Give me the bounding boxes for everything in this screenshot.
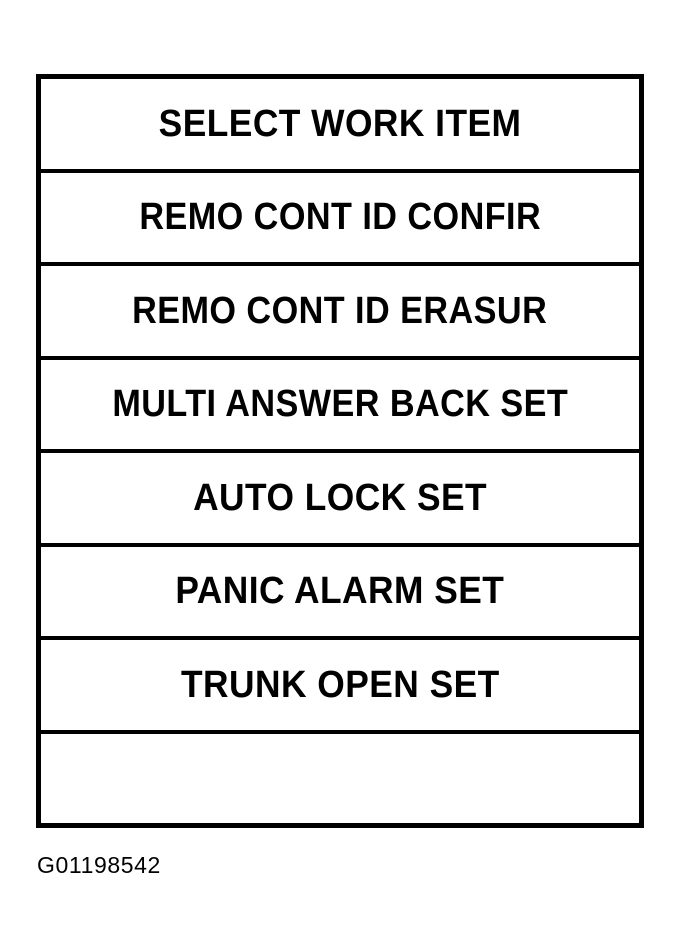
menu-row-multi-answer-back-set[interactable]: MULTI ANSWER BACK SET — [41, 359, 639, 453]
menu-row-label: REMO CONT ID CONFIR — [139, 196, 541, 239]
menu-row-label: MULTI ANSWER BACK SET — [112, 383, 568, 426]
menu-row-label: PANIC ALARM SET — [175, 570, 505, 613]
menu-row-trunk-open-set[interactable]: TRUNK OPEN SET — [41, 640, 639, 734]
menu-row-remo-cont-id-confir[interactable]: REMO CONT ID CONFIR — [41, 172, 639, 266]
figure-caption: G01198542 — [37, 852, 161, 878]
menu-row-label: TRUNK OPEN SET — [180, 663, 500, 706]
menu-row-select-work-item[interactable]: SELECT WORK ITEM — [41, 79, 639, 173]
menu-row-label: AUTO LOCK SET — [192, 476, 487, 519]
menu-row-label: REMO CONT ID ERASUR — [132, 289, 548, 332]
menu-row-panic-alarm-set[interactable]: PANIC ALARM SET — [41, 546, 639, 640]
menu-row-label: SELECT WORK ITEM — [158, 102, 522, 145]
menu-row-blank-row — [41, 733, 639, 823]
select-work-item-menu-panel: SELECT WORK ITEM REMO CONT ID CONFIR REMO … — [36, 74, 644, 828]
menu-row-auto-lock-set[interactable]: AUTO LOCK SET — [41, 453, 639, 547]
menu-row-remo-cont-id-erasur[interactable]: REMO CONT ID ERASUR — [41, 266, 639, 360]
